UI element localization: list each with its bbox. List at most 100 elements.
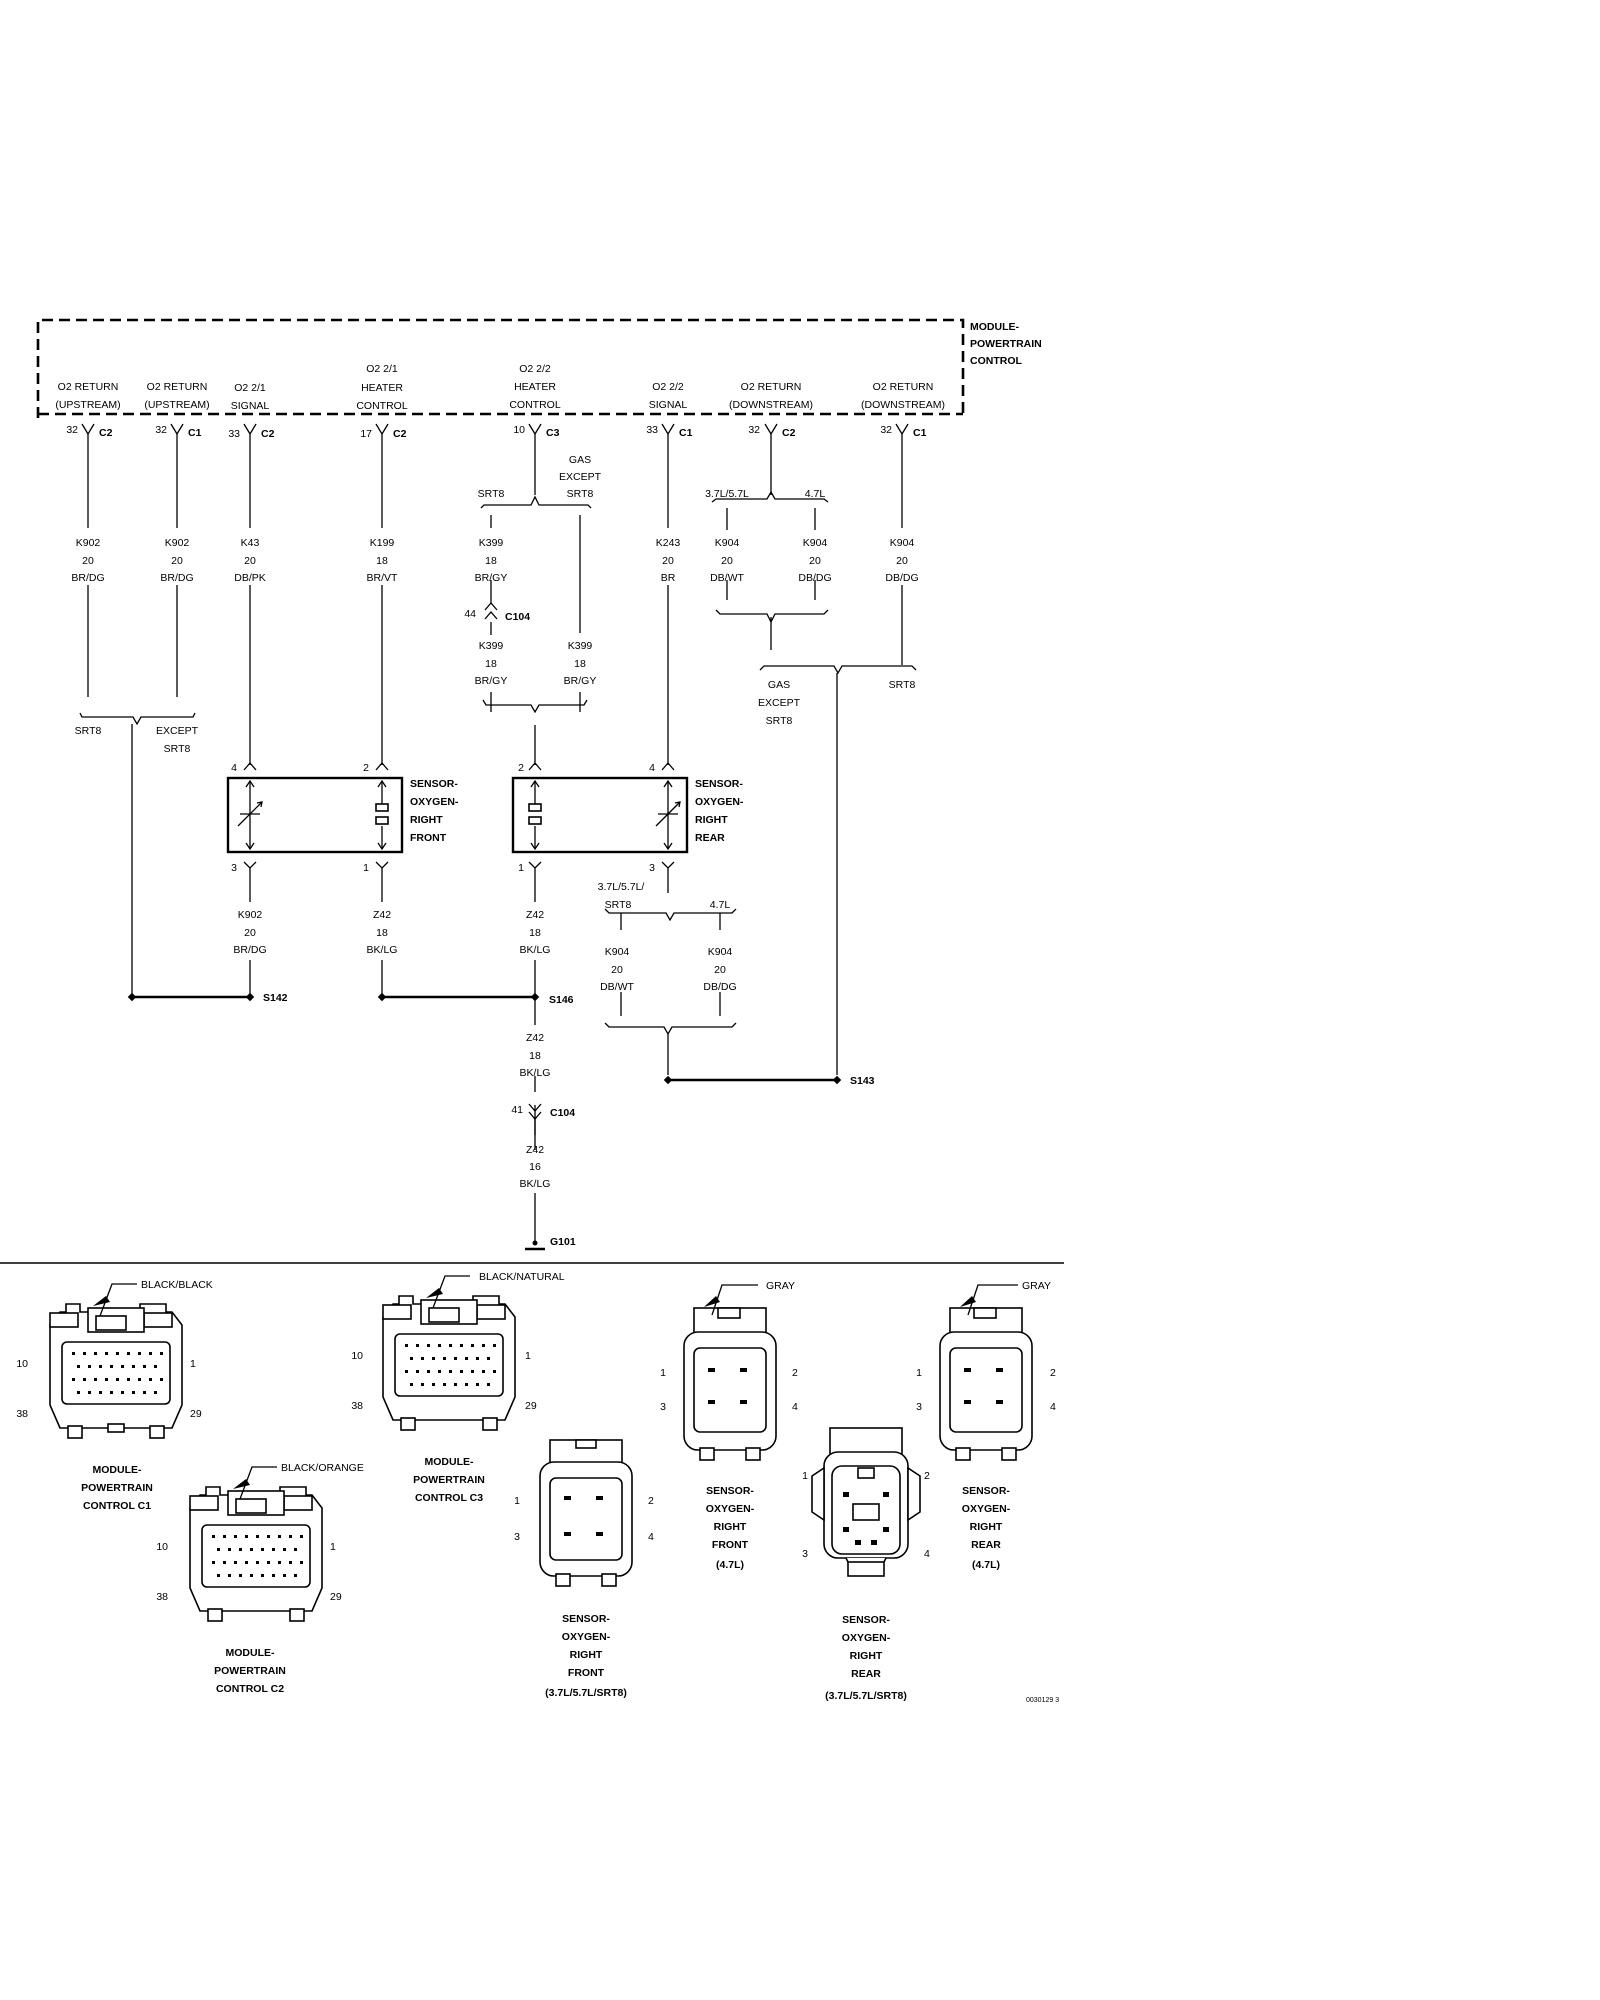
connector-view-sensor-front-srt8: 1 2 3 4 SENSOR- OXYGEN- RIGHT FRONT (3.7…	[514, 1439, 654, 1699]
svg-text:O2 2/1: O2 2/1	[234, 382, 266, 394]
svg-text:32: 32	[66, 424, 78, 436]
svg-text:3.7L/5.7L/: 3.7L/5.7L/	[598, 881, 645, 893]
svg-text:POWERTRAIN: POWERTRAIN	[81, 1482, 153, 1494]
svg-text:1: 1	[514, 1495, 520, 1507]
svg-text:GAS: GAS	[569, 454, 591, 466]
svg-text:(DOWNSTREAM): (DOWNSTREAM)	[861, 399, 945, 411]
svg-text:4: 4	[1050, 1401, 1056, 1413]
svg-text:BLACK/BLACK: BLACK/BLACK	[141, 1279, 213, 1291]
svg-text:2: 2	[518, 762, 524, 774]
svg-text:O2 RETURN: O2 RETURN	[873, 381, 934, 393]
svg-text:1: 1	[916, 1367, 922, 1379]
svg-text:44: 44	[464, 608, 476, 620]
svg-text:20: 20	[896, 555, 908, 567]
svg-text:SRT8: SRT8	[164, 743, 191, 755]
svg-text:1: 1	[190, 1358, 196, 1370]
svg-text:O2 2/1: O2 2/1	[366, 363, 398, 375]
svg-text:CONTROL: CONTROL	[356, 400, 407, 412]
svg-text:SRT8: SRT8	[605, 899, 632, 911]
svg-text:1: 1	[525, 1350, 531, 1362]
svg-text:3: 3	[802, 1548, 808, 1560]
svg-text:OXYGEN-: OXYGEN-	[706, 1503, 755, 1515]
svg-text:K399: K399	[479, 537, 504, 549]
svg-text:EXCEPT: EXCEPT	[758, 697, 801, 709]
svg-text:C2: C2	[99, 427, 113, 439]
svg-text:DB/DG: DB/DG	[885, 572, 918, 584]
pcm-pin-numbers: 32 32 33 17 10 33 32 32	[66, 424, 892, 440]
svg-text:K243: K243	[656, 537, 681, 549]
svg-text:BR/GY: BR/GY	[475, 675, 508, 687]
svg-text:O2 RETURN: O2 RETURN	[741, 381, 802, 393]
svg-text:3: 3	[660, 1401, 666, 1413]
svg-text:20: 20	[662, 555, 674, 567]
svg-text:CONTROL C2: CONTROL C2	[216, 1683, 284, 1695]
svg-text:(UPSTREAM): (UPSTREAM)	[55, 399, 120, 411]
svg-text:(4.7L): (4.7L)	[972, 1559, 1000, 1571]
circuit-function-labels: O2 RETURN (UPSTREAM) O2 RETURN (UPSTREAM…	[55, 363, 945, 412]
svg-text:C104: C104	[550, 1107, 575, 1119]
svg-text:4.7L: 4.7L	[805, 488, 826, 500]
svg-text:BK/LG: BK/LG	[367, 944, 398, 956]
svg-text:O2 2/2: O2 2/2	[652, 381, 684, 393]
svg-text:SENSOR-: SENSOR-	[562, 1613, 610, 1625]
svg-text:CONTROL C3: CONTROL C3	[415, 1492, 483, 1504]
svg-text:33: 33	[228, 428, 240, 440]
connector-view-pcm-c1: BLACK/BLACK 10 1 38 29 MODULE- POWERTRAI…	[16, 1279, 212, 1512]
svg-text:O2 2/2: O2 2/2	[519, 363, 551, 375]
svg-text:FRONT: FRONT	[712, 1539, 749, 1551]
svg-text:3: 3	[649, 862, 655, 874]
svg-text:SIGNAL: SIGNAL	[649, 399, 688, 411]
svg-text:CONTROL C1: CONTROL C1	[83, 1500, 151, 1512]
svg-text:(3.7L/5.7L/SRT8): (3.7L/5.7L/SRT8)	[545, 1687, 627, 1699]
svg-text:FRONT: FRONT	[568, 1667, 605, 1679]
svg-text:1: 1	[518, 862, 524, 874]
svg-text:RIGHT: RIGHT	[970, 1521, 1003, 1533]
splice-s142: S142	[127, 992, 288, 1004]
svg-text:HEATER: HEATER	[361, 382, 403, 394]
svg-text:4: 4	[924, 1548, 930, 1560]
svg-text:BLACK/ORANGE: BLACK/ORANGE	[281, 1462, 364, 1474]
sensor-oxygen-right-front: 4 2 3 1 SENSOR- OXYGEN- RIGHT FRONT	[226, 762, 459, 874]
pcm-connector-ids: C2 C1 C2 C2 C3 C1 C2 C1	[99, 427, 927, 440]
svg-text:SENSOR-: SENSOR-	[695, 778, 743, 790]
svg-text:POWERTRAIN: POWERTRAIN	[970, 338, 1042, 350]
svg-text:C3: C3	[546, 427, 560, 439]
svg-text:20: 20	[171, 555, 183, 567]
svg-text:OXYGEN-: OXYGEN-	[962, 1503, 1011, 1515]
svg-text:C1: C1	[913, 427, 927, 439]
svg-text:G101: G101	[550, 1236, 576, 1248]
svg-text:K902: K902	[165, 537, 190, 549]
svg-text:GAS: GAS	[768, 679, 790, 691]
svg-text:RIGHT: RIGHT	[850, 1650, 883, 1662]
svg-text:CONTROL: CONTROL	[509, 399, 560, 411]
svg-text:K902: K902	[238, 909, 263, 921]
svg-text:4: 4	[648, 1531, 654, 1543]
svg-text:32: 32	[748, 424, 760, 436]
svg-text:SENSOR-: SENSOR-	[706, 1485, 754, 1497]
svg-text:DB/WT: DB/WT	[600, 981, 634, 993]
connector-view-pcm-c3: BLACK/NATURAL 10 1 38 29 MODULE- POWERTR…	[351, 1271, 564, 1504]
svg-text:18: 18	[485, 658, 497, 670]
svg-text:K904: K904	[803, 537, 828, 549]
inline-connector-c104-lower: 41 C104	[511, 1103, 575, 1120]
svg-text:18: 18	[529, 1050, 541, 1062]
svg-text:18: 18	[376, 927, 388, 939]
svg-text:GRAY: GRAY	[1022, 1280, 1051, 1292]
svg-text:Z42: Z42	[526, 1144, 544, 1156]
svg-text:18: 18	[574, 658, 586, 670]
svg-text:1: 1	[660, 1367, 666, 1379]
svg-text:3: 3	[916, 1401, 922, 1413]
svg-text:C1: C1	[679, 427, 693, 439]
svg-text:1: 1	[330, 1541, 336, 1553]
splice-s143: S143	[663, 1075, 875, 1087]
svg-text:(3.7L/5.7L/SRT8): (3.7L/5.7L/SRT8)	[825, 1690, 907, 1702]
svg-text:BR/DG: BR/DG	[160, 572, 193, 584]
svg-text:K399: K399	[568, 640, 593, 652]
svg-text:3.7L/5.7L: 3.7L/5.7L	[705, 488, 749, 500]
svg-text:32: 32	[880, 424, 892, 436]
svg-text:29: 29	[330, 1591, 342, 1603]
svg-text:(4.7L): (4.7L)	[716, 1559, 744, 1571]
ground-g101: G101	[525, 1236, 576, 1251]
svg-text:SRT8: SRT8	[478, 488, 505, 500]
